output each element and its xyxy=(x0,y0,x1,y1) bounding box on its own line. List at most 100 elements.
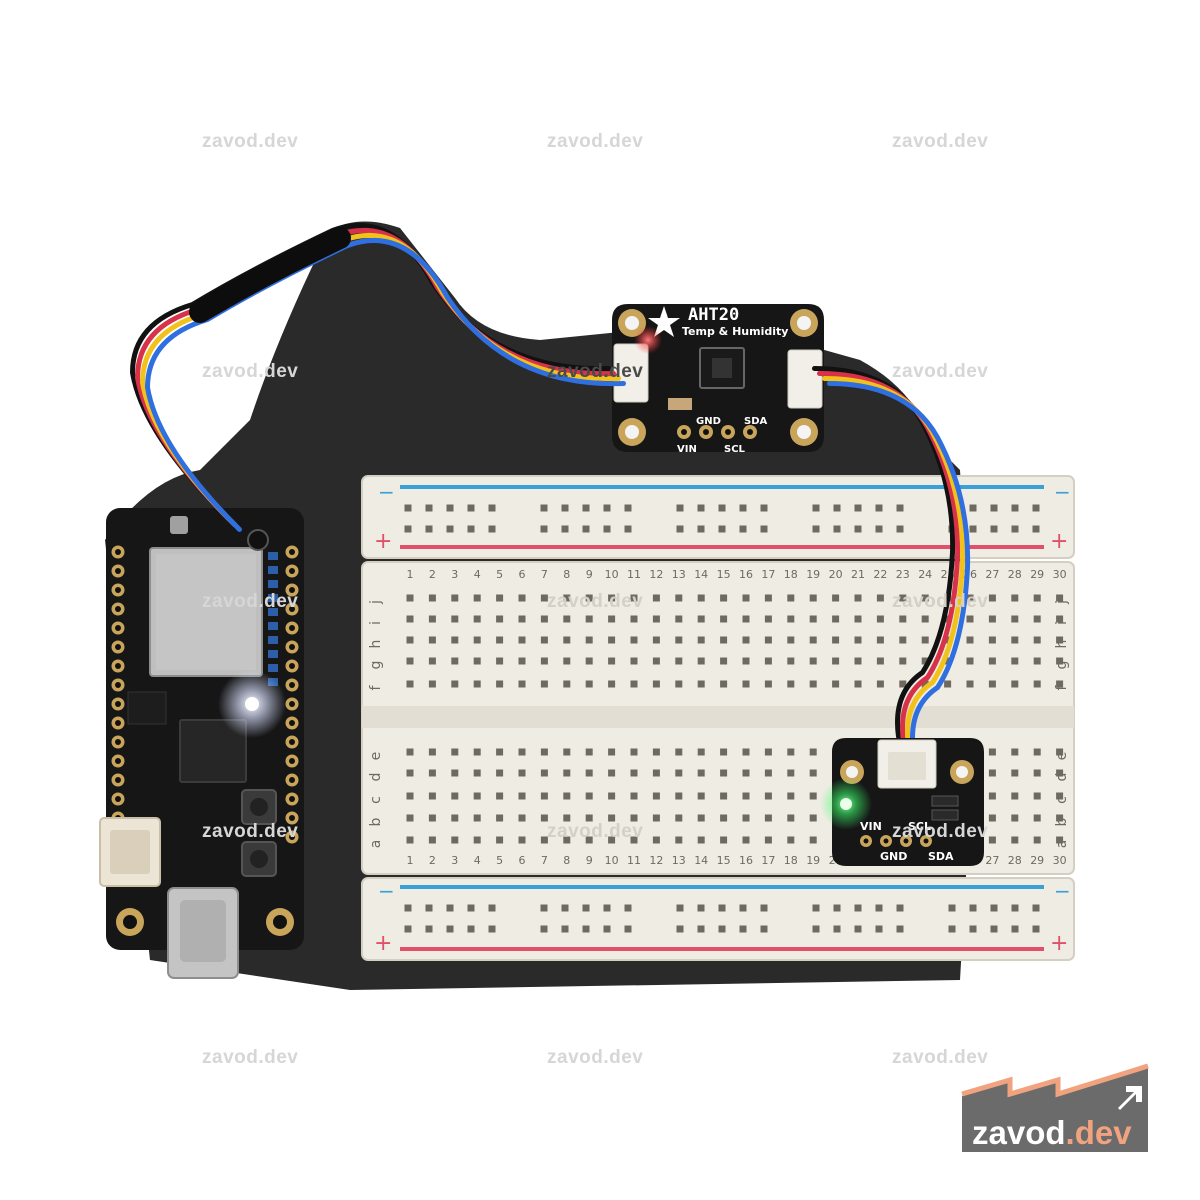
breadboard-hole xyxy=(428,680,436,688)
breadboard-hole xyxy=(561,904,569,912)
breadboard-hole xyxy=(608,680,616,688)
breadboard-hole xyxy=(451,792,459,800)
column-number: 17 xyxy=(761,568,775,581)
small-pin-label-scl: SCL xyxy=(908,820,931,833)
breadboard-hole xyxy=(540,636,548,644)
breadboard-top-power-rail xyxy=(361,475,1075,559)
header-pad-hole xyxy=(115,701,121,707)
breadboard-hole xyxy=(833,904,841,912)
mounting-hole-bottom-right-inner xyxy=(273,915,287,929)
breadboard-hole xyxy=(1011,769,1019,777)
row-letter: b xyxy=(368,817,384,826)
breadboard-hole xyxy=(1056,814,1064,822)
watermark: zavod.dev xyxy=(202,131,299,152)
breadboard-hole xyxy=(563,636,571,644)
breadboard-hole xyxy=(496,636,504,644)
rail-minus-top-right: − xyxy=(1054,480,1071,504)
breadboard-hole xyxy=(608,636,616,644)
column-number: 13 xyxy=(672,854,686,867)
breadboard-hole xyxy=(406,792,414,800)
aht20-pin-hole xyxy=(703,429,709,435)
watermark: zavod.dev xyxy=(547,361,644,382)
breadboard-bottom-power-rail xyxy=(361,877,1075,961)
breadboard-hole xyxy=(720,814,728,822)
breadboard-hole xyxy=(585,769,593,777)
breadboard-hole xyxy=(428,769,436,777)
breadboard-hole xyxy=(787,657,795,665)
breadboard-hole xyxy=(630,769,638,777)
breadboard-hole xyxy=(473,594,481,602)
green-led xyxy=(840,798,852,810)
breadboard-hole xyxy=(676,525,684,533)
breadboard-hole xyxy=(652,594,660,602)
watermark: zavod.dev xyxy=(892,821,989,842)
breadboard-hole xyxy=(764,748,772,756)
breadboard-hole xyxy=(854,657,862,665)
breadboard-hole xyxy=(720,792,728,800)
row-letter: c xyxy=(368,796,384,804)
boot-button-cap xyxy=(250,850,268,868)
aht20-pin-pads xyxy=(677,425,757,439)
breadboard-hole xyxy=(428,594,436,602)
header-pad-hole xyxy=(289,682,295,688)
breadboard-hole xyxy=(718,904,726,912)
column-number: 28 xyxy=(1008,854,1022,867)
breadboard-hole xyxy=(787,836,795,844)
header-pad-hole xyxy=(289,834,295,840)
breadboard-hole xyxy=(697,594,705,602)
breadboard-hole xyxy=(540,504,548,512)
breadboard-hole xyxy=(760,525,768,533)
breadboard-hole xyxy=(496,769,504,777)
column-number: 20 xyxy=(829,568,843,581)
aht20-mounting-hole-tl-inner xyxy=(625,316,639,330)
breadboard-hole xyxy=(608,836,616,844)
row-letter: j xyxy=(368,600,384,605)
breadboard-hole xyxy=(809,836,817,844)
breadboard-hole xyxy=(742,615,750,623)
breadboard-hole xyxy=(446,925,454,933)
header-pad-hole xyxy=(289,796,295,802)
breadboard-hole xyxy=(675,748,683,756)
breadboard-hole xyxy=(1032,504,1040,512)
breadboard-hole xyxy=(451,636,459,644)
breadboard-hole xyxy=(406,814,414,822)
breadboard-hole xyxy=(990,504,998,512)
rail-plus-top-right: + xyxy=(1050,529,1068,554)
breadboard-hole xyxy=(697,657,705,665)
aht20-stemma-connector-right xyxy=(787,349,823,409)
breadboard-hole xyxy=(896,525,904,533)
breadboard-hole xyxy=(1056,769,1064,777)
breadboard-hole xyxy=(675,769,683,777)
breadboard-hole xyxy=(1011,594,1019,602)
breadboard-hole xyxy=(854,504,862,512)
breadboard-hole xyxy=(948,904,956,912)
component-resistor xyxy=(268,608,278,616)
breadboard-hole xyxy=(406,594,414,602)
breadboard-hole xyxy=(603,504,611,512)
breadboard-hole xyxy=(697,769,705,777)
breadboard-hole xyxy=(518,792,526,800)
breadboard-hole xyxy=(833,925,841,933)
breadboard-hole xyxy=(1011,925,1019,933)
breadboard-hole xyxy=(966,657,974,665)
breadboard-hole xyxy=(1011,615,1019,623)
breadboard-hole xyxy=(1056,680,1064,688)
small-sensor-stemma-connector-slot xyxy=(888,752,926,780)
breadboard-hole xyxy=(1033,594,1041,602)
white-led xyxy=(245,697,259,711)
breadboard-hole xyxy=(451,657,459,665)
breadboard-hole xyxy=(473,657,481,665)
row-letter: g xyxy=(368,661,384,670)
aht20-star-logo xyxy=(648,306,680,337)
breadboard-hole xyxy=(720,680,728,688)
breadboard-hole xyxy=(467,525,475,533)
breadboard-hole xyxy=(832,657,840,665)
breadboard-hole xyxy=(1056,792,1064,800)
breadboard-hole xyxy=(428,657,436,665)
breadboard-hole xyxy=(603,525,611,533)
breadboard-hole xyxy=(854,525,862,533)
header-pad-hole xyxy=(115,758,121,764)
watermark: zavod.dev xyxy=(202,821,299,842)
column-number: 10 xyxy=(605,854,619,867)
